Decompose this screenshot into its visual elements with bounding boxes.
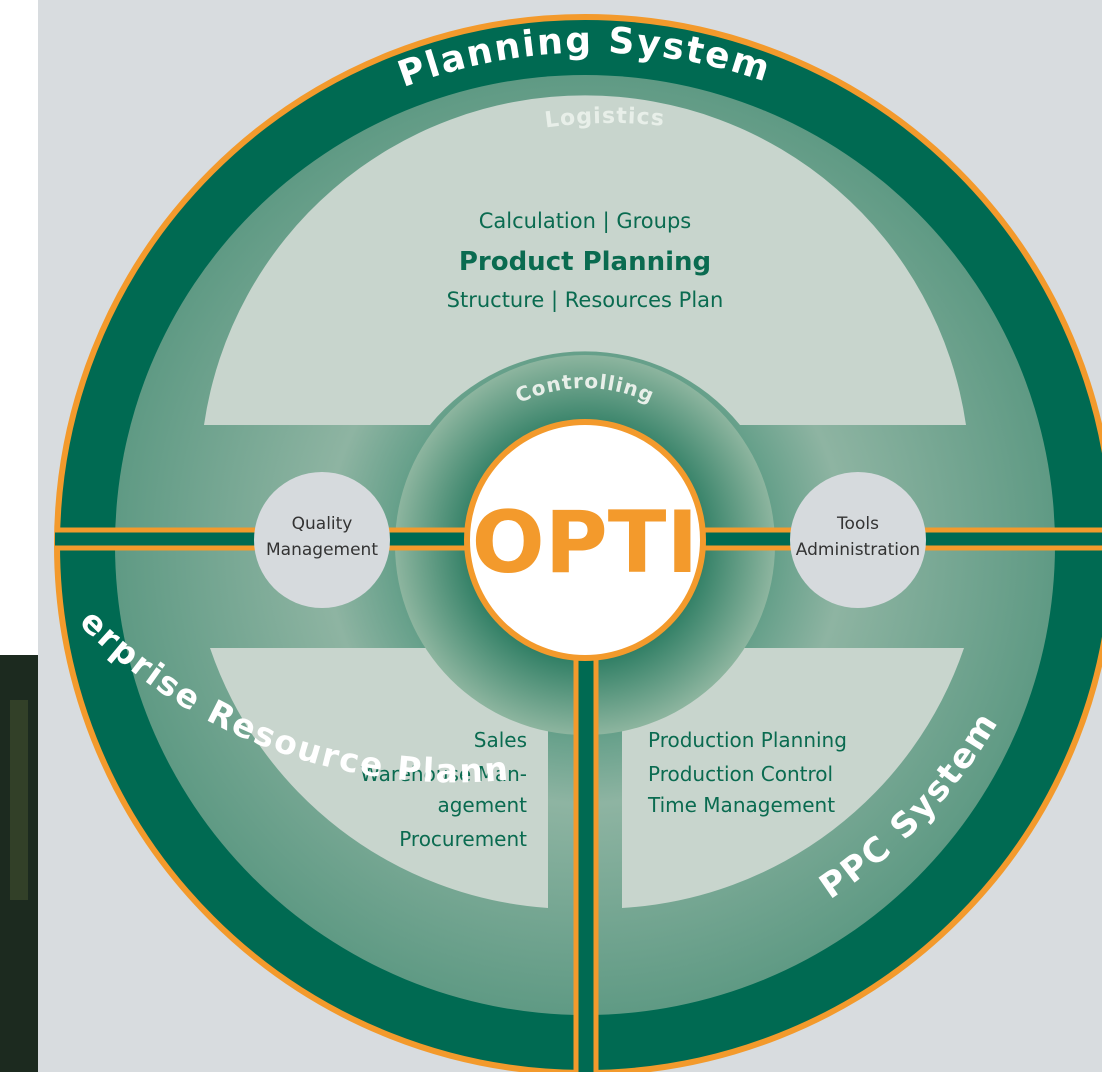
opti-hub: [464, 419, 706, 661]
hub-label: OPTI: [472, 493, 699, 593]
right-panel-line-3: Time Management: [647, 793, 835, 817]
quality-management-label-1: Quality: [292, 514, 353, 534]
top-panel-line-2: Product Planning: [459, 247, 711, 277]
tools-administration-label-2: Administration: [796, 540, 920, 560]
tools-administration-label-1: Tools: [836, 514, 879, 534]
photo-strip-highlight: [10, 700, 28, 900]
left-panel-line-3: agement: [437, 793, 527, 817]
left-panel-shape: [210, 648, 548, 908]
quality-management-node: [254, 472, 390, 608]
right-panel-shape: [622, 648, 964, 908]
left-panel-line-4: Procurement: [399, 827, 527, 851]
logistics-label: Logistics: [543, 104, 666, 134]
left-panel-line-2: Warehouse Man-: [360, 762, 527, 786]
quality-management-label-2: Management: [266, 540, 378, 560]
top-panel-shape: [204, 95, 966, 425]
top-panel-line-1: Calculation | Groups: [479, 209, 691, 234]
left-panel-line-1: Sales: [474, 728, 527, 752]
right-panel-line-2: Production Control: [648, 762, 833, 786]
tools-administration-node: [790, 472, 926, 608]
top-panel-line-3: Structure | Resources Plan: [447, 288, 724, 313]
right-panel-line-1: Production Planning: [648, 728, 847, 752]
